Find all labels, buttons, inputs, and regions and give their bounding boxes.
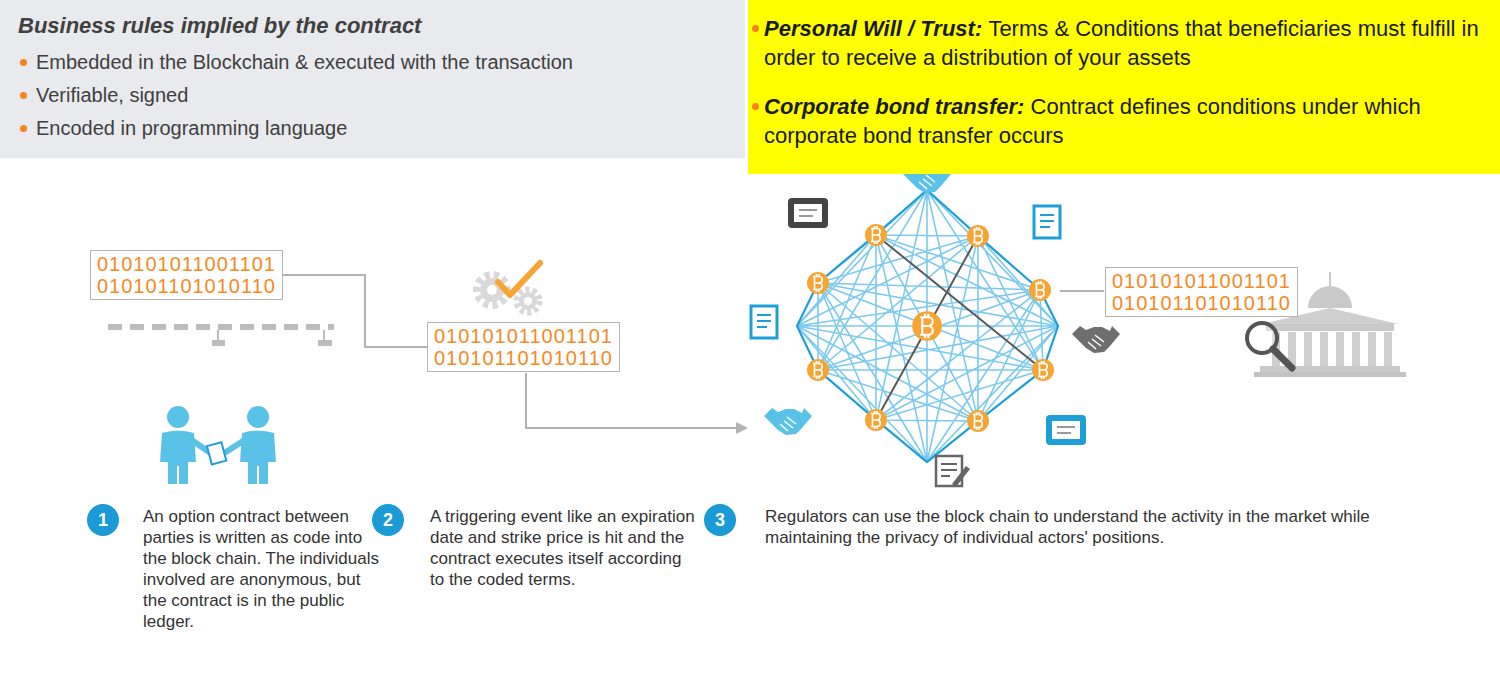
code-text: 010101011001101 010101101010110 [97, 253, 276, 297]
bullet-dot [20, 125, 27, 132]
bullet-body: Corporate bond transfer:Contract defines… [764, 92, 1490, 150]
gear [519, 292, 537, 310]
connector-line [283, 275, 427, 347]
bullet-text: Embedded in the Blockchain & executed wi… [36, 50, 573, 74]
code-box: 010101011001101 010101101010110 [427, 322, 620, 372]
timeline-step [318, 340, 332, 346]
person-head [167, 406, 189, 428]
bitcoin-icon [1029, 279, 1051, 301]
timeline-bar [108, 324, 334, 330]
building-dome [1308, 286, 1352, 308]
check-mark [498, 263, 540, 295]
network-links [797, 190, 1058, 462]
contract-paper [207, 442, 226, 464]
certificate-icon [788, 198, 828, 228]
bitcoin-icon [912, 311, 942, 341]
step-circle-fill [372, 504, 404, 536]
gear-hole [487, 285, 497, 295]
callout-number: 3 [715, 511, 725, 529]
network-ring [797, 190, 1058, 462]
step-circle: 2 [372, 504, 404, 536]
building-columns [1276, 332, 1388, 366]
certificate-icon [1046, 415, 1086, 445]
handshake-icon [1072, 326, 1120, 353]
bitcoin-icon [807, 359, 829, 381]
bitcoin-icon [967, 225, 989, 247]
callout-number: 2 [383, 511, 393, 529]
heading-row: Business rules implied by the contract [18, 12, 727, 40]
document-lines [941, 464, 957, 476]
bullet-body: Personal Will / Trust:Terms & Conditions… [764, 14, 1490, 72]
bullet-dot [752, 25, 759, 32]
bullet-row: Corporate bond transfer:Contract defines… [752, 92, 1490, 150]
building-base [1260, 366, 1400, 372]
gear-teeth [517, 290, 539, 312]
flow-arrowhead [736, 422, 748, 434]
code-box: 010101011001101 010101101010110 [90, 250, 283, 300]
building-entablature [1266, 324, 1394, 331]
bullet-text: Encoded in programming language [36, 116, 347, 140]
bullet-row: Verifiable, signed [18, 83, 727, 107]
info-panel: Business rules implied by the contractEm… [0, 0, 745, 158]
flag-pole [1329, 272, 1331, 286]
bullet-dot [20, 59, 27, 66]
bullet-row: Encoded in programming language [18, 116, 727, 140]
person-head [247, 406, 269, 428]
bitcoin-icon [865, 224, 887, 246]
step-description: Regulators can use the block chain to un… [765, 506, 1415, 548]
bitcoin-icon [807, 272, 829, 294]
pen-icon [952, 466, 970, 487]
bullet-heading: Personal Will / Trust: [764, 16, 982, 41]
code-text: 010101011001101 010101101010110 [1112, 270, 1291, 314]
panel-heading: Business rules implied by the contract [18, 13, 421, 38]
gear-hole [524, 297, 532, 305]
person-legs [178, 466, 258, 484]
step-circle-fill [704, 504, 736, 536]
bullet-row: Personal Will / Trust:Terms & Conditions… [752, 14, 1490, 72]
magnifier-handle [1273, 349, 1292, 368]
timeline-step [212, 340, 225, 346]
building-steps [1254, 372, 1406, 377]
bullet-dot [752, 103, 759, 110]
link-line [1060, 290, 1104, 292]
timeline-branch [218, 330, 324, 340]
step-circle-fill [87, 504, 119, 536]
bullet-row: Embedded in the Blockchain & executed wi… [18, 50, 727, 74]
bullet-text: Verifiable, signed [36, 83, 188, 107]
callout-number: 1 [98, 511, 108, 529]
bullet-heading: Corporate bond transfer: [764, 94, 1024, 119]
document-icon [751, 306, 777, 338]
bitcoin-icon [865, 409, 887, 431]
bullet-dot [20, 92, 27, 99]
bitcoin-icon [967, 410, 989, 432]
document-icon [1034, 206, 1060, 238]
step-circle: 3 [704, 504, 736, 536]
bitcoin-icon [1032, 359, 1054, 381]
step-description: A triggering event like an expiration da… [430, 506, 695, 590]
flow-line [526, 373, 737, 428]
step-circle: 1 [87, 504, 119, 536]
handshake-icon [764, 408, 812, 435]
code-text: 010101011001101 010101101010110 [434, 325, 613, 369]
highlight-panel: Personal Will / Trust:Terms & Conditions… [748, 0, 1500, 174]
code-box: 010101011001101 010101101010110 [1105, 267, 1298, 317]
step-description: An option contract between parties is wr… [143, 506, 383, 632]
network-links-dark [876, 235, 1043, 420]
